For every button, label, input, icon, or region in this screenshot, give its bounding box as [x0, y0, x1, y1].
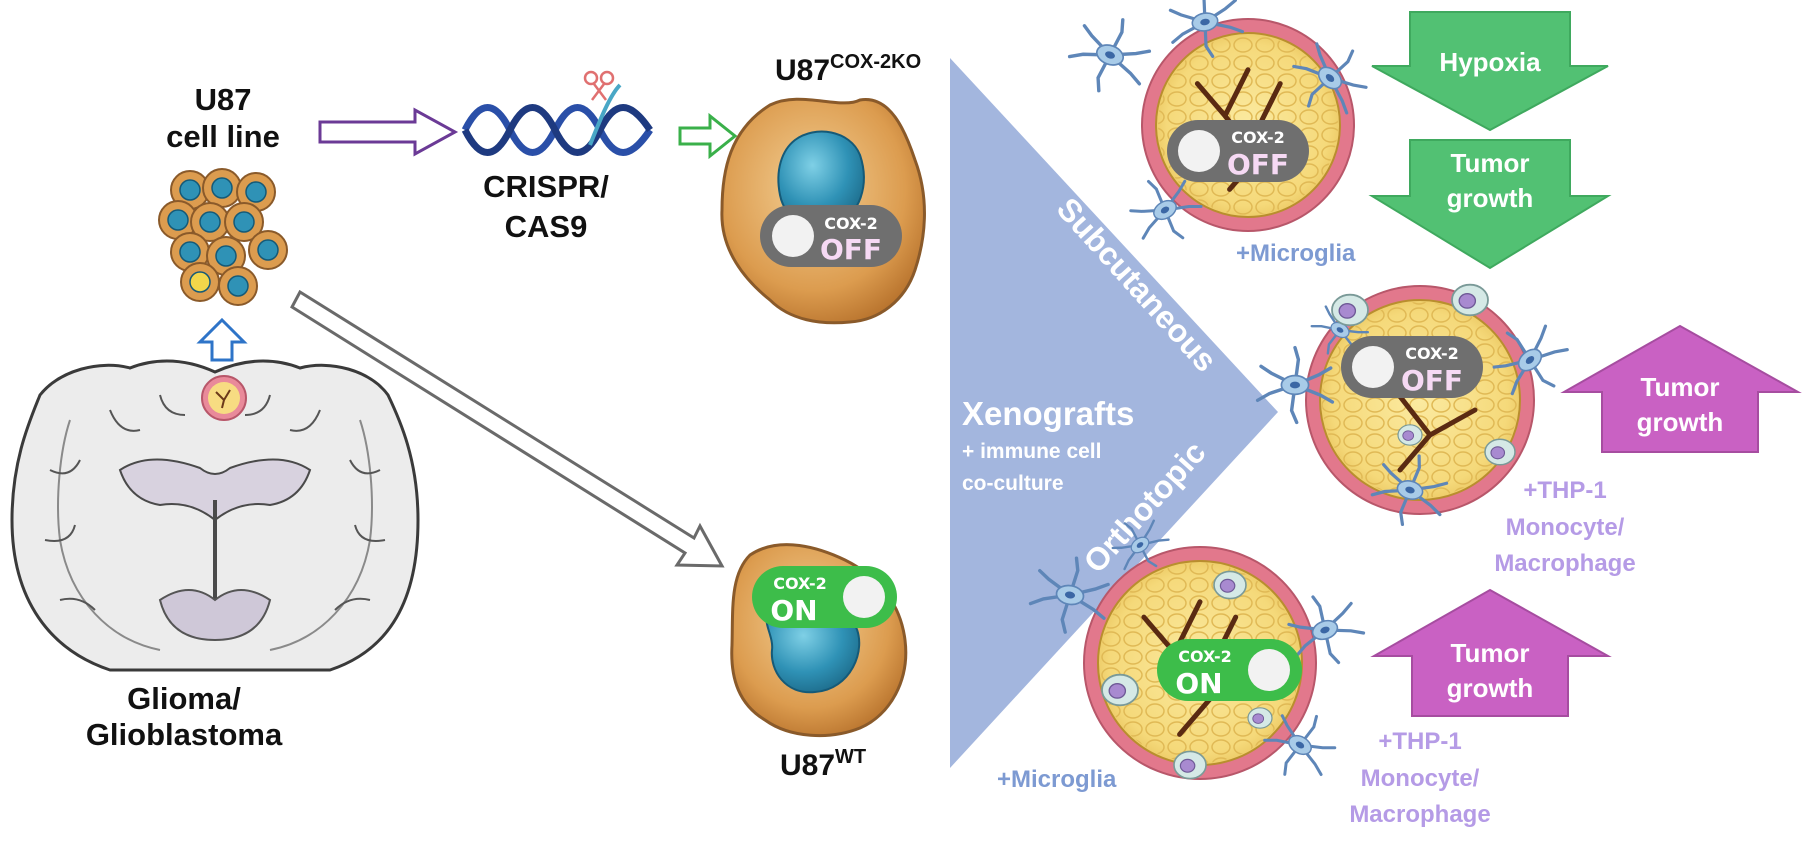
tumor-bot-toggle-gene: COX-2 [1178, 647, 1232, 666]
ko-cell-label: U87COX-2KO [775, 51, 921, 87]
arrow-to-crispr [318, 107, 459, 157]
macrophage-cell [1451, 283, 1489, 317]
ko-toggle-state: OFF [820, 233, 882, 266]
xenografts-label: Xenografts [962, 395, 1134, 432]
tumor-bot-toggle: COX-2 ON [1157, 639, 1302, 701]
cluster-cell [180, 262, 220, 302]
macrophage-cell [1173, 750, 1207, 780]
tumor-growth-up-bot-label1: Tumor [1451, 638, 1530, 668]
xenograft-triangle [950, 58, 1278, 768]
microglia-cell [1263, 714, 1337, 776]
macrophage-cell [1484, 438, 1516, 466]
cluster-cell [218, 266, 258, 306]
glioma-label-line1: Glioma/ [127, 681, 241, 716]
wt-toggle-state: ON [770, 594, 817, 627]
wt-cell-toggle: COX-2 ON [752, 566, 897, 628]
microglia-cell [1492, 324, 1569, 396]
microglia-cell [1028, 556, 1110, 634]
microglia-top-label: +Microglia [1236, 240, 1356, 267]
tumor-mid-toggle-gene: COX-2 [1405, 344, 1459, 363]
ko-cell-toggle: COX-2 OFF [760, 205, 902, 267]
crispr-label-line1: CRISPR/ [483, 169, 609, 204]
tumor-growth-up-arrow-mid: Tumor growth [1560, 324, 1802, 453]
microglia-cell [1370, 454, 1449, 527]
tumor-growth-down-label2: growth [1447, 183, 1534, 213]
arrow-to-ko-cell [678, 112, 738, 160]
tumor-growth-down-arrow: Tumor growth [1368, 139, 1612, 270]
wt-cell-label: U87WT [780, 746, 866, 782]
tumor-growth-up-arrow-bot: Tumor growth [1370, 588, 1612, 717]
macrophage-cell [1101, 673, 1139, 707]
ko-toggle-gene: COX-2 [824, 214, 878, 233]
immune-label-line1: + immune cell [962, 440, 1101, 463]
thp-bot-label-line3: Macrophage [1349, 801, 1490, 828]
up-arrow-blue [196, 317, 248, 362]
tumor-growth-up-mid-label2: growth [1637, 407, 1724, 437]
microglia-cell [1067, 18, 1152, 93]
cell-cluster-illustration [158, 168, 288, 306]
tumor-top-toggle: COX-2 OFF [1167, 120, 1309, 182]
cluster-cell [236, 172, 276, 212]
macrophage-cell [1247, 707, 1273, 729]
tumor-mid-toggle: COX-2 OFF [1341, 336, 1483, 398]
tumor-growth-up-bot-label2: growth [1447, 673, 1534, 703]
tumor-mid-toggle-state: OFF [1401, 364, 1463, 397]
cluster-cell [206, 236, 246, 276]
tumor-growth-down-label1: Tumor [1451, 148, 1530, 178]
microglia-cell [1129, 179, 1203, 240]
cluster-cell [224, 202, 264, 242]
microglia-cell [1111, 519, 1170, 571]
tumor-top-toggle-state: OFF [1227, 148, 1289, 181]
microglia-cell [1255, 345, 1335, 425]
brain-illustration [10, 359, 420, 672]
hypoxia-arrow: Hypoxia [1371, 11, 1609, 132]
immune-label-line2: co-culture [962, 472, 1064, 495]
cluster-cell [202, 168, 242, 208]
macrophage-cell [1331, 293, 1369, 327]
thp-mid-label-line1: +THP-1 [1523, 477, 1606, 504]
thp-bot-label-line1: +THP-1 [1378, 728, 1461, 755]
crispr-label-line2: CAS9 [505, 209, 588, 244]
tumor-bot-toggle-state: ON [1175, 667, 1222, 700]
thp-mid-label-line3: Macrophage [1494, 550, 1635, 577]
microglia-bottom-label: +Microglia [997, 766, 1117, 793]
macrophage-cell [1213, 570, 1247, 600]
microglia-cell [1287, 595, 1366, 665]
small-tumor-icon [201, 375, 247, 421]
hypoxia-label: Hypoxia [1439, 47, 1541, 77]
wt-toggle-gene: COX-2 [773, 574, 827, 593]
tumor-growth-up-mid-label1: Tumor [1641, 372, 1720, 402]
thp-bot-label-line2: Monocyte/ [1361, 765, 1480, 792]
dna-helix-icon [461, 83, 653, 156]
microglia-cell [1168, 0, 1245, 58]
tumor-top-toggle-gene: COX-2 [1231, 128, 1285, 147]
microglia-cell [1292, 42, 1368, 115]
arrow-to-wt-cell [290, 289, 725, 568]
u87-label-line2: cell line [166, 119, 280, 154]
glioma-label-line2: Glioblastoma [86, 717, 283, 752]
u87-label-line1: U87 [195, 82, 252, 117]
thp-mid-label-line2: Monocyte/ [1506, 514, 1625, 541]
cluster-cell [248, 230, 288, 270]
macrophage-cell [1397, 424, 1423, 446]
scissors-icon [583, 70, 615, 101]
